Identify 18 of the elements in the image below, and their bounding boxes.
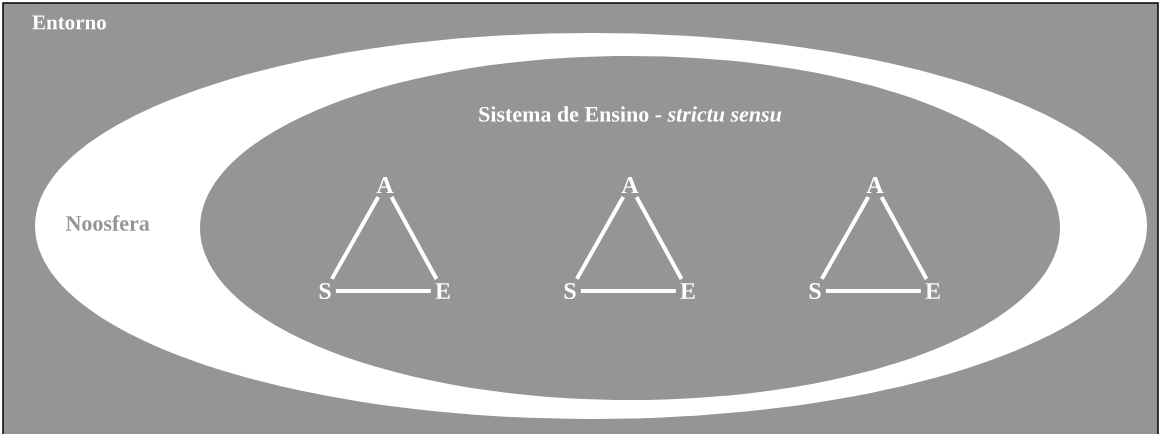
connector-line [825,289,921,293]
connector-line [330,196,380,280]
vertex-letter: S [809,282,821,300]
vertex-letter: A [376,177,394,193]
vertex-letter: S [319,282,331,300]
vertex-letter: E [680,283,695,299]
connector-line [879,196,929,281]
vertex-letter: A [621,177,639,193]
connector-line [389,196,439,281]
connector-line [820,196,870,280]
vertex-letter: A [866,177,884,193]
vertex-letter: E [435,283,450,299]
connector-line [575,196,625,280]
vertex-letter: S [564,282,576,300]
connector-line [634,196,684,281]
vertex-letter: E [925,283,940,299]
connector-line [580,289,676,293]
connector-line [335,289,431,293]
